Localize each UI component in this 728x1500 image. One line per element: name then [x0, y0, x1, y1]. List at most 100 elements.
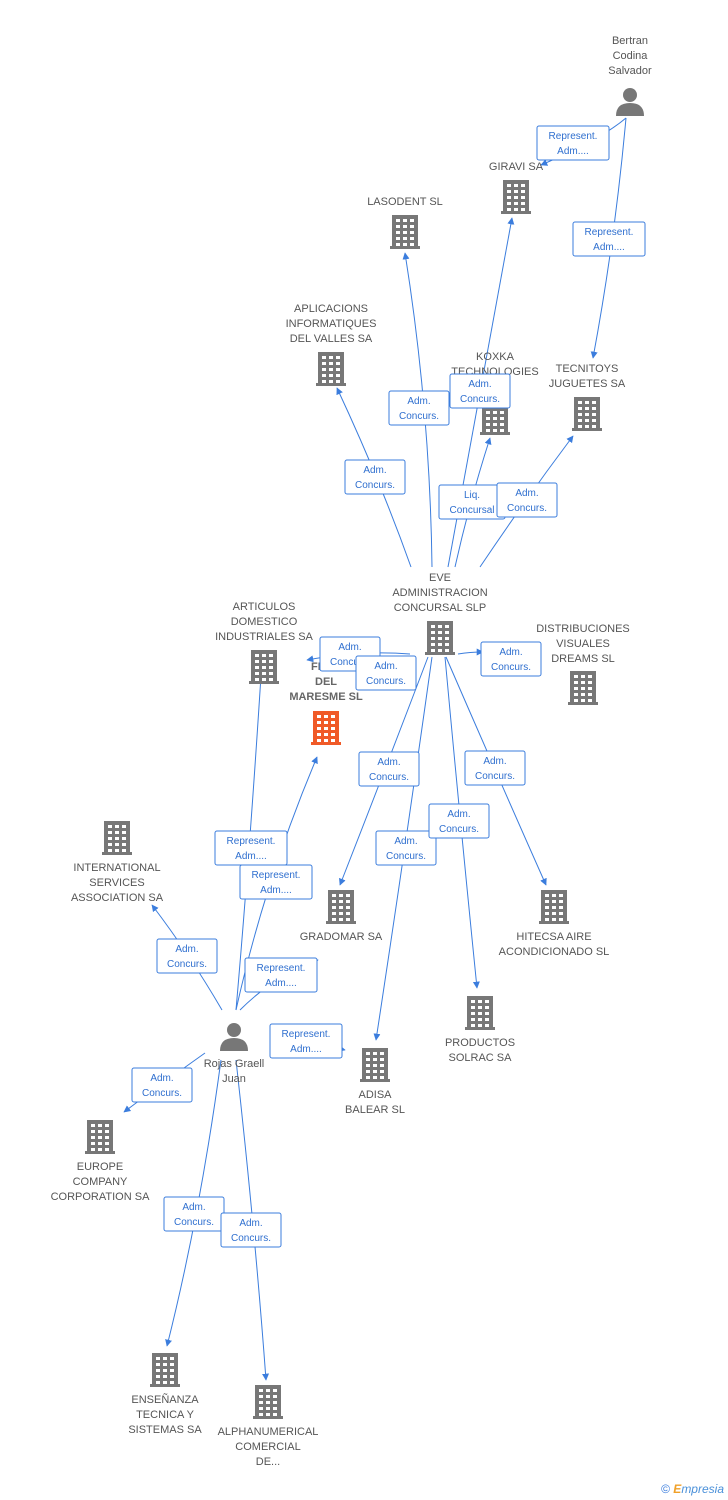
edge-label-text: Concurs. — [369, 772, 409, 783]
node-label: DEL VALLES SA — [290, 333, 373, 345]
edge-label[interactable]: Adm.Concurs. — [358, 751, 420, 787]
node-label: ADISA — [358, 1089, 392, 1101]
edge-label[interactable]: Represent.Adm.... — [572, 221, 646, 257]
edge-label-box — [244, 957, 318, 993]
building-icon — [326, 890, 356, 924]
edge-label-text: Adm. — [499, 647, 522, 658]
edge-label[interactable]: Represent.Adm.... — [239, 864, 313, 900]
edge-label[interactable]: Adm.Concurs. — [220, 1212, 282, 1248]
edge-label-text: Adm. — [338, 642, 361, 653]
node-giravi[interactable]: GIRAVI SA — [489, 161, 544, 214]
edge-label-box — [388, 390, 450, 426]
edge-label[interactable]: Adm.Concurs. — [344, 459, 406, 495]
edge-label-text: Adm. — [515, 488, 538, 499]
edge-label-box — [156, 938, 218, 974]
edge-label-text: Adm.... — [265, 978, 297, 989]
edge-label-text: Adm.... — [557, 146, 589, 157]
node-label: ENSEÑANZA — [131, 1393, 199, 1406]
node-label: COMPANY — [73, 1176, 128, 1188]
edge-label-box — [355, 655, 417, 691]
edge-label-text: Represent. — [227, 836, 276, 847]
node-label: INDUSTRIALES SA — [215, 631, 313, 643]
edge-label-text: Adm. — [175, 944, 198, 955]
edge-label[interactable]: Represent.Adm.... — [214, 830, 288, 866]
building-icon — [572, 397, 602, 431]
edge-label-text: Adm. — [239, 1218, 262, 1229]
edge-label[interactable]: Liq.Concursal — [438, 484, 506, 520]
edge-label-text: Represent. — [549, 131, 598, 142]
node-label: SISTEMAS SA — [128, 1424, 202, 1436]
edge-label-text: Concurs. — [386, 851, 426, 862]
node-label: KOXKA — [476, 351, 515, 363]
node-lasodent[interactable]: LASODENT SL — [367, 196, 443, 249]
edge-label-text: Concurs. — [491, 662, 531, 673]
edge-label-text: Concurs. — [399, 411, 439, 422]
person-icon — [220, 1023, 248, 1051]
node-label: DISTRIBUCIONES — [536, 623, 630, 635]
edge-label[interactable]: Adm.Concurs. — [388, 390, 450, 426]
node-label: DEL — [315, 676, 337, 688]
edge-label[interactable]: Represent. Adm.... — [536, 125, 610, 161]
edge-label[interactable]: Adm.Concurs. — [464, 750, 526, 786]
edge-label-text: Adm.... — [260, 885, 292, 896]
node-flor[interactable]: FLORDELMARESME SL — [289, 661, 363, 745]
edge-label-text: Concurs. — [507, 503, 547, 514]
edge-label[interactable]: Adm. Concurs. — [496, 482, 558, 518]
edge-label-text: Represent. — [282, 1029, 331, 1040]
edge-label[interactable]: Adm.Concurs. — [163, 1196, 225, 1232]
node-label: ASSOCIATION SA — [71, 892, 164, 904]
edge-label[interactable]: Represent.Adm.... — [244, 957, 318, 993]
building-icon — [316, 352, 346, 386]
edge-label-text: Concurs. — [167, 959, 207, 970]
edge-label[interactable]: Adm. Concurs. — [375, 830, 437, 866]
building-icon — [102, 821, 132, 855]
edge-label[interactable]: Adm. Concurs. — [156, 938, 218, 974]
node-label: GRADOMAR SA — [300, 931, 383, 943]
edge-label-text: Concurs. — [142, 1088, 182, 1099]
node-label: INTERNATIONAL — [73, 862, 160, 874]
edge-label[interactable]: Adm.Concurs. — [131, 1067, 193, 1103]
node-label: DOMESTICO — [231, 616, 298, 628]
node-alphanumerical[interactable]: ALPHANUMERICALCOMERCIALDE... — [218, 1385, 319, 1468]
edge-label[interactable]: Adm. Concurs. — [480, 641, 542, 677]
edge-label-text: Adm. — [363, 465, 386, 476]
node-label: MARESME SL — [289, 691, 363, 703]
node-label: COMERCIAL — [235, 1441, 300, 1453]
edge-label[interactable]: Adm.Concurs. — [449, 373, 511, 409]
node-gradomar[interactable]: GRADOMAR SA — [300, 890, 383, 943]
node-label: JUGUETES SA — [549, 378, 626, 390]
building-icon — [249, 650, 279, 684]
node-label: ALPHANUMERICAL — [218, 1426, 319, 1438]
node-label: Codina — [613, 50, 649, 62]
edge-label-box — [428, 803, 490, 839]
edge-label[interactable]: Adm.Concurs. — [355, 655, 417, 691]
edge-label-box — [375, 830, 437, 866]
node-label: PRODUCTOS — [445, 1037, 515, 1049]
brand-logo: Empresia — [673, 1482, 724, 1496]
edge-label-text: Concurs. — [330, 657, 370, 668]
edge-label[interactable]: Represent.Adm.... — [269, 1023, 343, 1059]
edge-label-text: Adm. — [394, 836, 417, 847]
node-label: Bertran — [612, 35, 648, 47]
node-label: ADMINISTRACION — [392, 587, 487, 599]
edge-label[interactable]: Adm.Concurs. — [428, 803, 490, 839]
edges-layer — [123, 117, 627, 1381]
building-icon — [568, 671, 598, 705]
edge-eve-to-distribuciones — [457, 648, 484, 656]
person-icon — [616, 88, 644, 116]
edge-label-box — [449, 373, 511, 409]
edge-label-box — [464, 750, 526, 786]
